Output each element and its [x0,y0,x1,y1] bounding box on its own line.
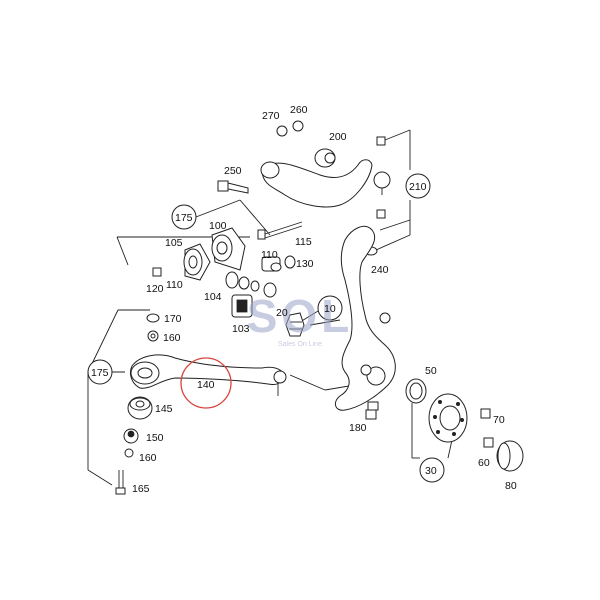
label-165: 165 [132,483,150,495]
part-labels: 270 260 200 250 210 175 100 105 115 240 … [91,104,517,495]
nut-60 [483,437,494,448]
label-210: 210 [409,181,427,193]
label-110-a: 110 [261,249,278,261]
bushing-104 [225,271,277,298]
lower-control-arm [129,354,287,396]
nut-180 [365,409,377,420]
label-260: 260 [290,104,308,116]
bushing-130 [284,255,296,269]
bolt-115 [257,221,303,240]
label-20: 20 [276,307,288,319]
wheel-hub [428,393,468,443]
bushing-110 [261,256,282,272]
bushing-103 [231,294,253,318]
label-circles [87,173,445,483]
label-160-a: 160 [163,332,181,344]
label-50: 50 [425,365,437,377]
washer-160-top [147,330,159,342]
dust-cap-80 [496,440,524,472]
label-250: 250 [224,165,242,177]
stop-20 [285,312,305,337]
upper-control-arm [260,148,391,208]
seal-ring-50 [405,378,427,404]
label-160-b: 160 [139,452,157,464]
washer-160-bottom [124,448,134,458]
label-80: 80 [505,480,517,492]
bushing-150 [123,428,139,444]
washer-170 [146,313,160,323]
bolt-70 [480,408,491,419]
label-10: 10 [324,303,336,315]
bushing-145 [127,396,153,420]
label-110-b: 110 [166,279,183,291]
label-120: 120 [146,283,164,295]
bushing-100 [211,227,246,271]
watermark-tagline: Sales On Line [278,341,322,348]
label-170: 170 [164,313,182,325]
label-105: 105 [165,237,183,249]
label-240: 240 [371,264,389,276]
label-175-top: 175 [175,212,193,224]
highlight-circle-140 [180,357,232,409]
label-60: 60 [478,457,490,469]
watermark: SOL Sales On Line [247,290,354,348]
label-180: 180 [349,422,367,434]
bolt-250 [217,180,249,194]
label-115: 115 [295,236,312,248]
label-150: 150 [146,432,164,444]
washers-270-260 [276,120,304,137]
bolt-165 [115,470,126,495]
steering-knuckle [334,225,396,411]
label-103: 103 [232,323,250,335]
label-200: 200 [329,131,347,143]
label-104: 104 [204,291,222,303]
label-140: 140 [197,379,215,391]
label-100: 100 [209,220,227,232]
bushing-105 [183,243,211,281]
nut-120 [152,267,162,277]
watermark-logo: SOL [247,290,354,342]
label-130: 130 [296,258,314,270]
label-30: 30 [425,465,437,477]
label-70: 70 [493,414,505,426]
label-270: 270 [262,110,280,122]
label-145: 145 [155,403,173,415]
label-175-left: 175 [91,367,109,379]
